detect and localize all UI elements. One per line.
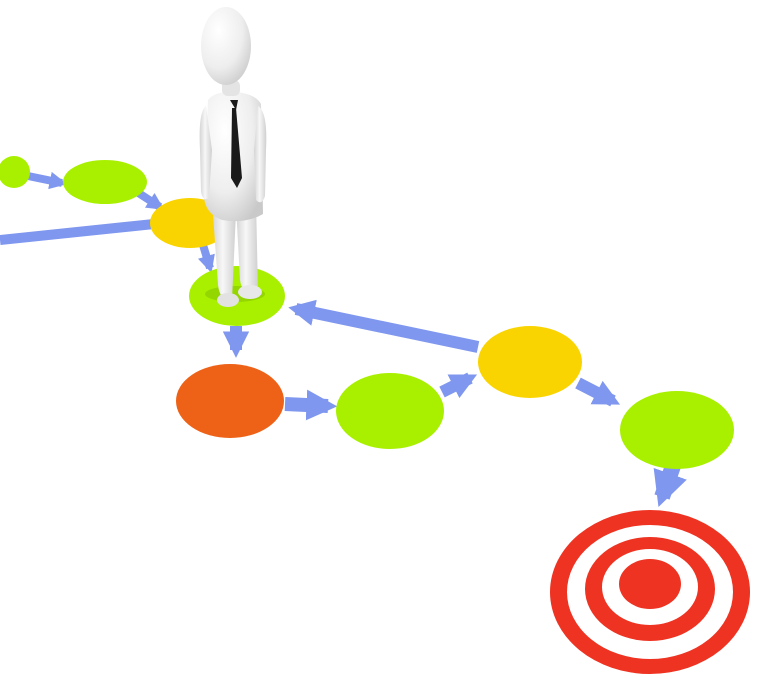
arrow-right-yellow-to-right-green <box>575 377 621 407</box>
path-arrows <box>0 171 687 507</box>
tie-icon <box>230 100 242 188</box>
arrow-orange-to-middle-green <box>284 389 338 421</box>
node-right-green <box>620 391 734 469</box>
node-left-edge <box>0 156 30 188</box>
arrow-top-green-to-yellow <box>134 188 165 211</box>
node-top-green <box>63 160 147 204</box>
arrow-middle-green-to-right-yellow <box>439 372 478 399</box>
arrow-right-green-to-target <box>653 463 687 507</box>
node-right-yellow <box>478 326 582 398</box>
person-figure <box>199 7 267 307</box>
arrow-right-yellow-back-to-figure-node <box>288 299 480 353</box>
arrow-yellow-to-figure-node <box>197 243 215 274</box>
node-orange <box>176 364 284 438</box>
arrow-left-to-top-green <box>27 171 68 190</box>
arrow-long-left-line <box>0 219 155 245</box>
node-middle-green <box>336 373 444 449</box>
target-icon <box>550 510 750 674</box>
path-nodes <box>0 156 734 469</box>
